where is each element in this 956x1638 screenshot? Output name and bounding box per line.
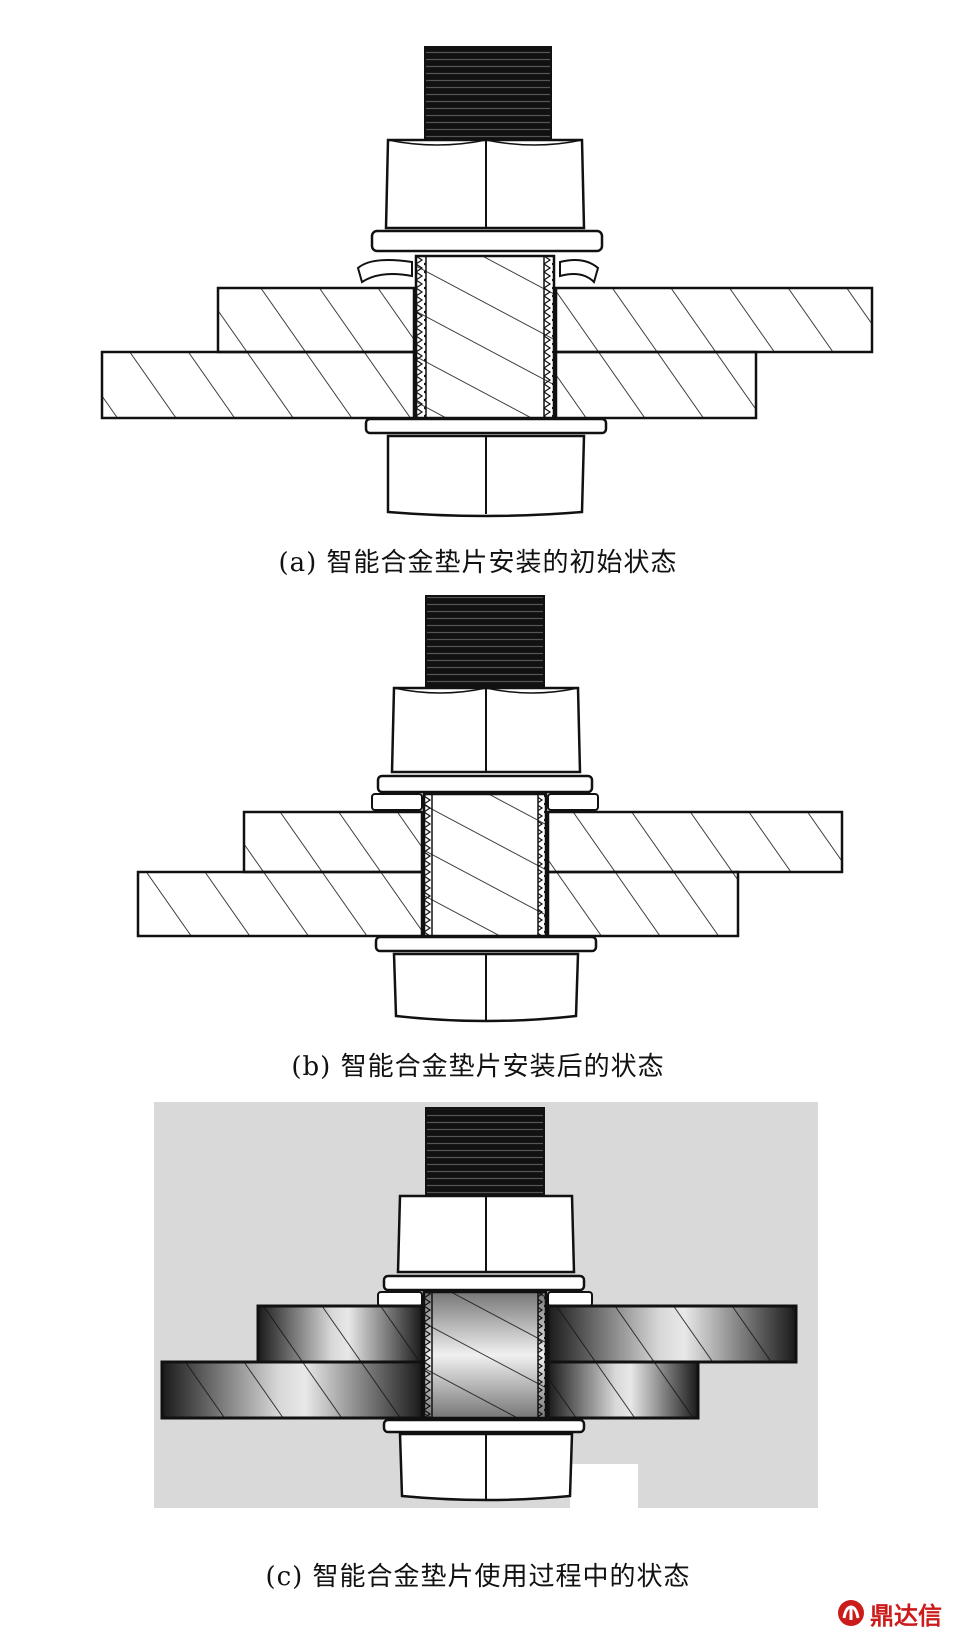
bottom-washer (364, 417, 608, 435)
smart-washer-right (547, 1291, 593, 1307)
caption-c: (c) 智能合金垫片使用过程中的状态 (265, 1562, 691, 1592)
smart-washer-left (377, 1291, 423, 1307)
lower-plate-right (546, 870, 740, 938)
smart-washer-left (371, 793, 423, 811)
watermark: 鼎达信 (836, 1596, 942, 1630)
top-washer (376, 774, 594, 794)
panel-b (0, 580, 956, 1030)
upper-plate-right (554, 286, 874, 354)
upper-plate-left (242, 810, 424, 874)
bottom-washer (374, 935, 598, 953)
smart-washer-right (547, 793, 599, 811)
bolt-shank (422, 792, 548, 938)
top-washer (370, 229, 604, 253)
panel-a-drawing (100, 46, 874, 518)
bottom-washer (382, 1418, 586, 1434)
lower-plate-right (554, 350, 758, 420)
panel-c (0, 1098, 956, 1530)
caption-b: (b) 智能合金垫片安装后的状态 (291, 1052, 665, 1082)
smart-washer-left (356, 259, 413, 284)
watermark-logo-icon (838, 1600, 864, 1626)
lower-plate-left (136, 870, 424, 938)
caption-a: (a) 智能合金垫片安装的初始状态 (278, 548, 678, 578)
top-washer (382, 1274, 586, 1292)
bolt-thread-top (425, 595, 545, 689)
panel-c-drawing (154, 1102, 818, 1508)
watermark-text: 鼎达信 (870, 1601, 942, 1630)
bolt-shank (414, 254, 556, 420)
bolt-thread-top (424, 46, 552, 140)
upper-plate-left (216, 286, 416, 354)
smart-washer-right (559, 259, 600, 284)
panel-a (0, 0, 956, 530)
upper-plate-right (546, 810, 844, 874)
bolt-thread-top (425, 1107, 545, 1197)
panel-b-drawing (136, 595, 844, 1023)
lower-plate-left (100, 350, 416, 420)
